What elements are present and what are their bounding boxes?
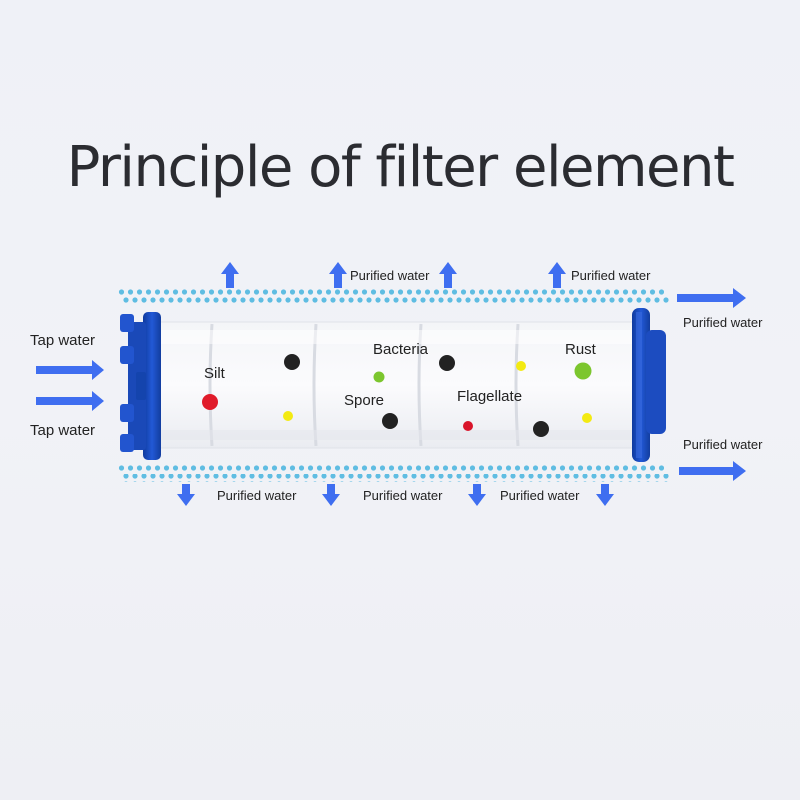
tap-water-label-top: Tap water: [30, 332, 96, 349]
bacteria-label: Bacteria: [373, 341, 429, 358]
purified-water-label-bottom-1: Purified water: [217, 488, 297, 503]
particle-yellow: [283, 411, 293, 421]
arrow-right-icon: [36, 391, 104, 411]
output-arrows-right: [677, 288, 746, 481]
spore-label: Spore: [344, 392, 385, 409]
membrane-dots-top: [118, 288, 669, 305]
input-arrows: [36, 360, 104, 411]
arrow-right-icon: [679, 461, 746, 481]
arrow-up-icon: [548, 262, 566, 288]
purified-water-label-top-1: Purified water: [350, 268, 430, 283]
particle-black: [439, 355, 455, 371]
right-end-cap: [632, 308, 666, 462]
arrow-down-icon: [596, 484, 614, 506]
output-arrows-down: [177, 484, 614, 506]
arrow-up-icon: [439, 262, 457, 288]
purified-water-label-right-upper: Purified water: [683, 315, 763, 330]
filter-cartridge: [149, 321, 646, 449]
purified-water-label-bottom-2: Purified water: [363, 488, 443, 503]
particle-black: [533, 421, 549, 437]
arrow-up-icon: [329, 262, 347, 288]
arrow-up-icon: [221, 262, 239, 288]
silt-label: Silt: [204, 365, 225, 382]
rust-particle: [574, 362, 592, 380]
particle-yellow: [516, 361, 526, 371]
flagellate-label: Flagellate: [457, 388, 523, 405]
arrow-down-icon: [322, 484, 340, 506]
tap-water-label-bottom: Tap water: [30, 422, 96, 439]
particle-black: [284, 354, 300, 370]
arrow-down-icon: [177, 484, 195, 506]
purified-water-label-bottom-3: Purified water: [500, 488, 580, 503]
left-end-cap: [120, 312, 161, 460]
flagellate-particle: [463, 421, 473, 431]
page-title: Principle of filter element: [66, 135, 735, 200]
purified-water-label-top-2: Purified water: [571, 268, 651, 283]
particle-yellow: [582, 413, 592, 423]
bacteria-particle: [373, 371, 385, 383]
spore-particle: [382, 413, 398, 429]
arrow-right-icon: [36, 360, 104, 380]
rust-label: Rust: [565, 341, 596, 358]
silt-particle: [202, 394, 218, 410]
output-arrows-up: [221, 262, 566, 288]
arrow-down-icon: [468, 484, 486, 506]
purified-water-label-right-lower: Purified water: [683, 437, 763, 452]
membrane-dots-bottom: [118, 465, 669, 482]
arrow-right-icon: [677, 288, 746, 308]
